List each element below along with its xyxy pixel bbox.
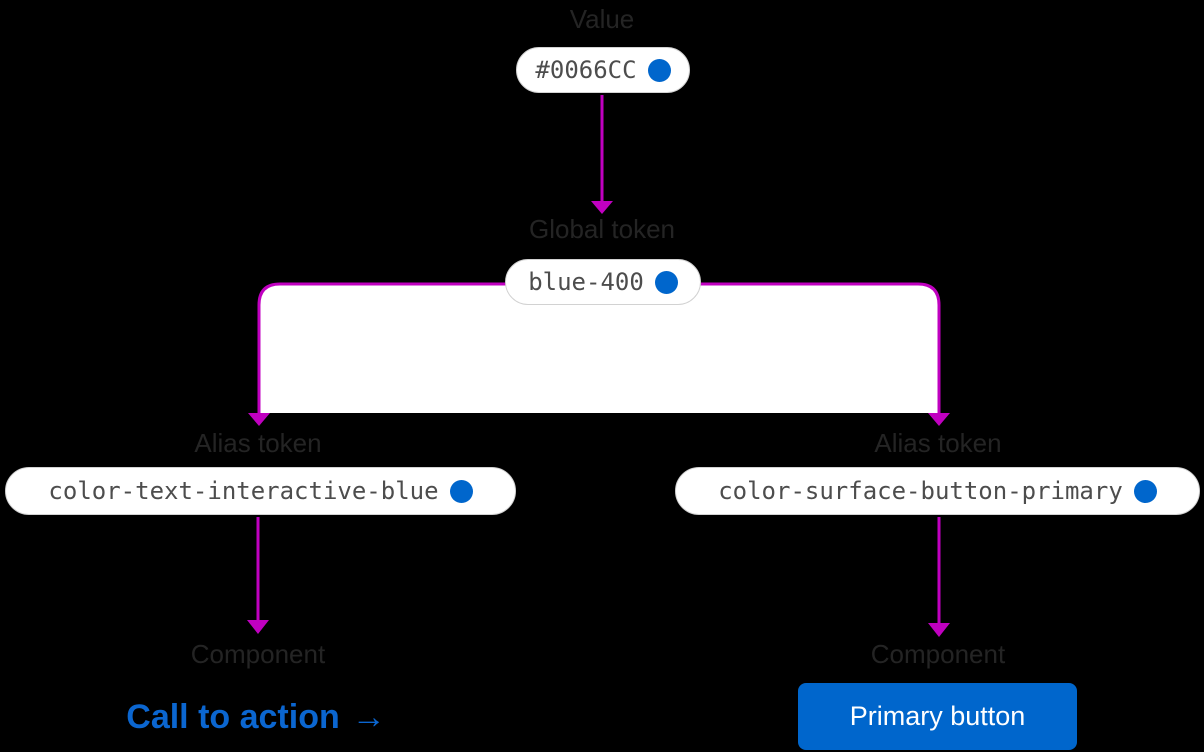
- value-token-pill: #0066CC: [516, 47, 690, 93]
- connector-branch-box: [248, 282, 950, 426]
- primary-button[interactable]: Primary button: [798, 683, 1077, 750]
- global-token-label: Global token: [529, 214, 675, 244]
- component-label-left: Component: [190, 639, 326, 669]
- color-swatch-icon: [1133, 479, 1157, 503]
- color-swatch-icon: [449, 479, 473, 503]
- global-token-pill: blue-400: [505, 259, 701, 305]
- global-token-text: blue-400: [528, 268, 644, 296]
- component-label-right: Component: [870, 639, 1006, 669]
- alias-token-pill-left: color-text-interactive-blue: [5, 467, 516, 515]
- call-to-action-text: Call to action: [126, 698, 340, 736]
- alias-token-text-right: color-surface-button-primary: [718, 477, 1123, 505]
- alias-token-label-right: Alias token: [874, 428, 1002, 458]
- connector-alias-right-to-component: [928, 517, 950, 637]
- connector-alias-left-to-component: [247, 517, 269, 634]
- right-arrow-icon: →: [351, 698, 386, 736]
- call-to-action-link[interactable]: Call to action →: [86, 698, 426, 737]
- value-label: Value: [569, 4, 635, 34]
- alias-token-text-left: color-text-interactive-blue: [48, 477, 439, 505]
- color-swatch-icon: [654, 270, 678, 294]
- alias-token-pill-right: color-surface-button-primary: [675, 467, 1200, 515]
- connector-value-to-global: [591, 95, 613, 214]
- alias-token-label-left: Alias token: [194, 428, 322, 458]
- value-token-text: #0066CC: [535, 56, 637, 84]
- color-swatch-icon: [647, 58, 671, 82]
